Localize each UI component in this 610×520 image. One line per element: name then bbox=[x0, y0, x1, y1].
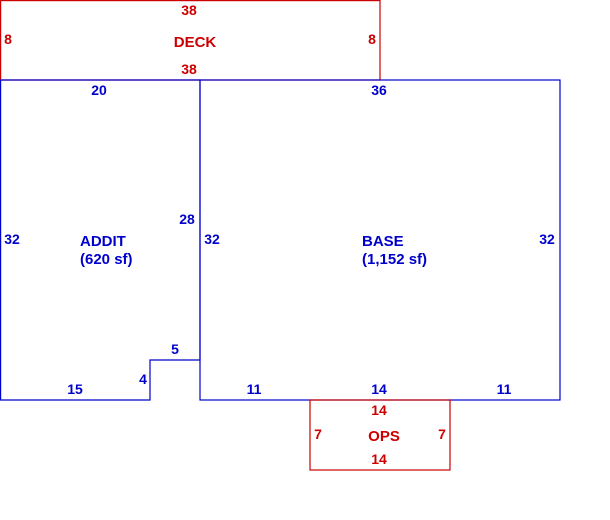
base-dim-bottom-right: 11 bbox=[497, 381, 512, 397]
ops-section: OPS 14 14 7 7 bbox=[309, 399, 451, 471]
base-dim-top: 36 bbox=[371, 82, 387, 98]
addit-area: (620 sf) bbox=[80, 251, 133, 268]
deck-dim-top: 38 bbox=[181, 2, 197, 18]
base-dim-bottom-left: 11 bbox=[247, 381, 262, 397]
deck-dim-right: 8 bbox=[368, 31, 376, 47]
addit-dim-bottom: 15 bbox=[67, 381, 83, 397]
base-dim-bottom-mid: 14 bbox=[371, 381, 387, 397]
base-dim-left: 32 bbox=[204, 231, 220, 247]
deck-dim-bottom: 38 bbox=[181, 61, 197, 77]
deck-dim-left: 8 bbox=[4, 31, 12, 47]
deck-label: DECK bbox=[174, 34, 217, 51]
addit-dim-right: 28 bbox=[179, 211, 195, 227]
addit-label: ADDIT bbox=[80, 233, 126, 250]
ops-dim-bottom: 14 bbox=[371, 451, 387, 467]
ops-dim-top: 14 bbox=[371, 402, 387, 418]
deck-section: DECK 38 38 8 8 bbox=[0, 0, 381, 81]
base-section: BASE (1,152 sf) 36 32 32 11 14 11 bbox=[199, 79, 561, 401]
addit-dim-notch-side: 4 bbox=[139, 371, 147, 387]
base-area: (1,152 sf) bbox=[362, 251, 427, 268]
addit-section: ADDIT (620 sf) 20 32 28 5 4 15 bbox=[0, 79, 201, 401]
addit-dim-left: 32 bbox=[4, 231, 20, 247]
ops-dim-left: 7 bbox=[314, 426, 322, 442]
ops-label: OPS bbox=[368, 428, 400, 445]
ops-dim-right: 7 bbox=[438, 426, 446, 442]
ops-outline bbox=[309, 399, 451, 471]
base-label: BASE bbox=[362, 233, 404, 250]
addit-dim-top: 20 bbox=[91, 82, 107, 98]
addit-dim-notch-top: 5 bbox=[171, 341, 179, 357]
base-dim-right: 32 bbox=[539, 231, 555, 247]
